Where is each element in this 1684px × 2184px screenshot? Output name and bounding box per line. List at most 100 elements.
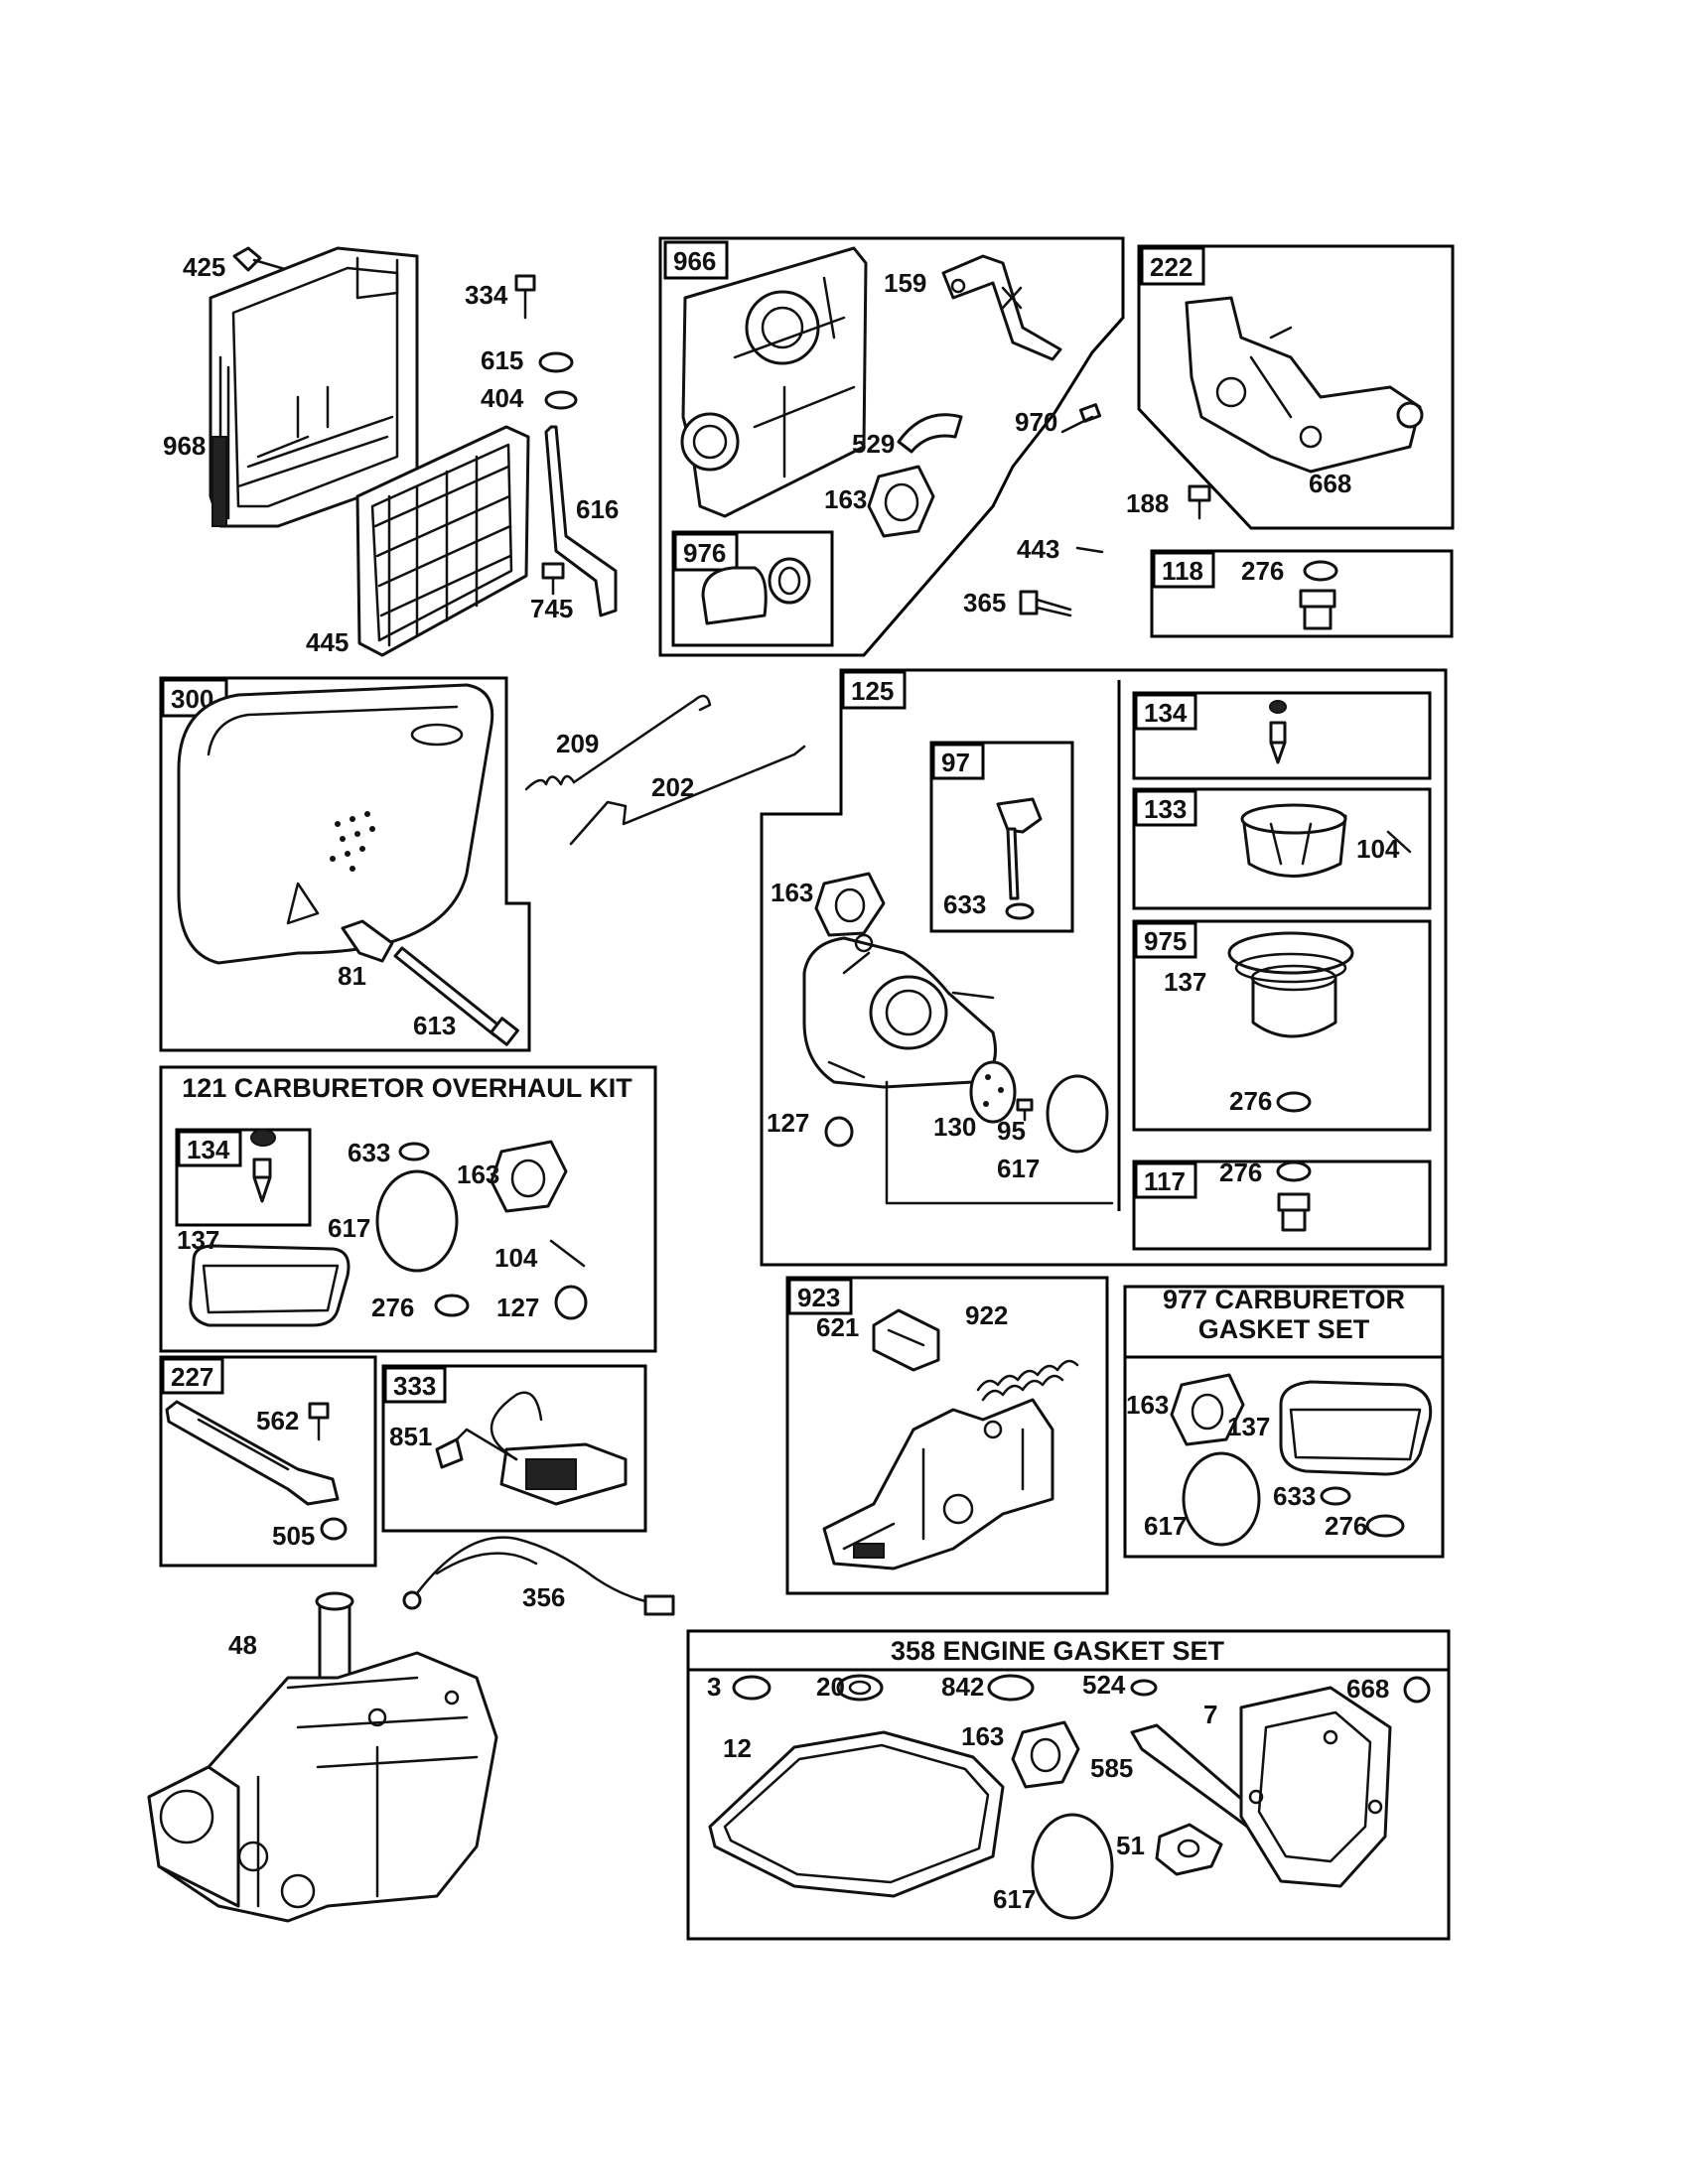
stud-613 [393, 946, 519, 1046]
gasket-81 [341, 919, 394, 963]
title-carburetor-gasket-set-2: GASKET SET [1198, 1314, 1370, 1344]
gasket-163-977 [1170, 1373, 1245, 1446]
label-209: 209 [556, 729, 599, 758]
needle-134-carb [1269, 700, 1287, 764]
crankcase-gasket-12 [708, 1730, 1005, 1898]
label-616: 616 [576, 494, 619, 524]
callout-line-125 [885, 1080, 1114, 1205]
frame-97 [929, 741, 1074, 933]
box-975: 975 [1144, 926, 1187, 956]
label-633-kit: 633 [348, 1138, 390, 1167]
label-668-gasket-set: 668 [1346, 1674, 1389, 1704]
seal-633-kit [398, 1142, 430, 1161]
washer-276-975 [1276, 1091, 1312, 1113]
screw-745 [541, 562, 565, 596]
title-engine-gasket-set: 358 ENGINE GASKET SET [891, 1636, 1225, 1666]
washer-404 [544, 390, 578, 410]
nut-615 [538, 351, 574, 373]
armature-333 [450, 1391, 628, 1506]
box-227: 227 [171, 1362, 213, 1392]
welch-plug-127-carb [824, 1116, 854, 1148]
label-745: 745 [530, 594, 573, 623]
gasket-163-carb [814, 872, 886, 937]
frame-976 [671, 530, 834, 647]
clip-851 [435, 1437, 464, 1469]
seal-524 [1130, 1679, 1158, 1697]
frame-300 [159, 676, 531, 1052]
label-365: 365 [963, 588, 1006, 617]
box-966: 966 [673, 246, 716, 276]
blower-housing-966 [680, 246, 868, 518]
nut-505 [320, 1517, 348, 1541]
washer-276-977 [1365, 1514, 1405, 1538]
gasket-137-977 [1279, 1380, 1433, 1476]
screw-95 [1016, 1098, 1034, 1122]
label-562: 562 [256, 1406, 299, 1435]
label-970: 970 [1015, 407, 1057, 437]
gasket-163-blower [867, 465, 935, 538]
box-117: 117 [1144, 1166, 1186, 1196]
frame-333 [381, 1364, 647, 1533]
screw-443 [1075, 546, 1104, 554]
label-613: 613 [413, 1011, 456, 1040]
label-425: 425 [183, 252, 225, 282]
carburetor-125 [802, 933, 997, 1089]
label-81: 81 [338, 961, 366, 991]
box-923: 923 [797, 1283, 840, 1312]
label-7: 7 [1203, 1700, 1217, 1729]
muffler-300 [177, 683, 494, 965]
washer-276-kit [434, 1294, 470, 1317]
label-188: 188 [1126, 488, 1169, 518]
bracket-159 [941, 254, 1062, 361]
label-127-kit: 127 [496, 1293, 539, 1322]
label-524: 524 [1082, 1670, 1126, 1700]
group-frames [159, 236, 1455, 1941]
gasket-ring-617-977 [1182, 1451, 1261, 1547]
label-202: 202 [651, 772, 694, 802]
label-137-kit: 137 [177, 1225, 219, 1255]
label-276-977: 276 [1325, 1511, 1367, 1541]
label-104-carb: 104 [1356, 834, 1400, 864]
seal-633-977 [1320, 1486, 1351, 1506]
screw-970 [1060, 403, 1102, 434]
primer-bulb-976 [701, 557, 811, 625]
frame-975 [1132, 919, 1432, 1132]
choke-link-616 [544, 425, 618, 617]
bracket-621 [872, 1308, 940, 1372]
label-443: 443 [1017, 534, 1059, 564]
bolt-425 [232, 246, 290, 272]
spring-922 [976, 1359, 1079, 1402]
label-356: 356 [522, 1582, 565, 1612]
label-130: 130 [933, 1112, 976, 1142]
lever-227 [165, 1400, 340, 1506]
label-617-977: 617 [1144, 1511, 1187, 1541]
frame-118 [1150, 549, 1454, 638]
box-134-kit: 134 [187, 1135, 230, 1164]
wire-356 [402, 1536, 675, 1616]
box-133: 133 [1144, 794, 1187, 824]
label-445: 445 [306, 627, 349, 657]
frame-134a [1132, 691, 1432, 780]
box-97: 97 [941, 748, 970, 777]
label-585: 585 [1090, 1753, 1133, 1783]
frame-kit121 [159, 1065, 657, 1353]
washer-276-118 [1303, 560, 1338, 582]
label-12: 12 [723, 1733, 752, 1763]
frame-222 [1137, 244, 1455, 530]
seal-842 [987, 1674, 1035, 1702]
elbow-529 [897, 413, 963, 454]
plate-130 [969, 1060, 1017, 1124]
frame-gasket977 [1123, 1285, 1445, 1559]
control-bracket-222 [1185, 296, 1424, 474]
label-617-gasket-set: 617 [993, 1884, 1036, 1914]
label-3: 3 [707, 1672, 721, 1702]
label-529: 529 [852, 429, 895, 459]
gasket-163-gasket-set [1011, 1720, 1080, 1789]
label-276-kit: 276 [371, 1293, 414, 1322]
label-276-118: 276 [1241, 556, 1284, 586]
gasket-163-kit [490, 1140, 568, 1213]
label-137-977: 137 [1227, 1412, 1270, 1441]
label-922: 922 [965, 1300, 1008, 1330]
label-633-977: 633 [1273, 1481, 1316, 1511]
